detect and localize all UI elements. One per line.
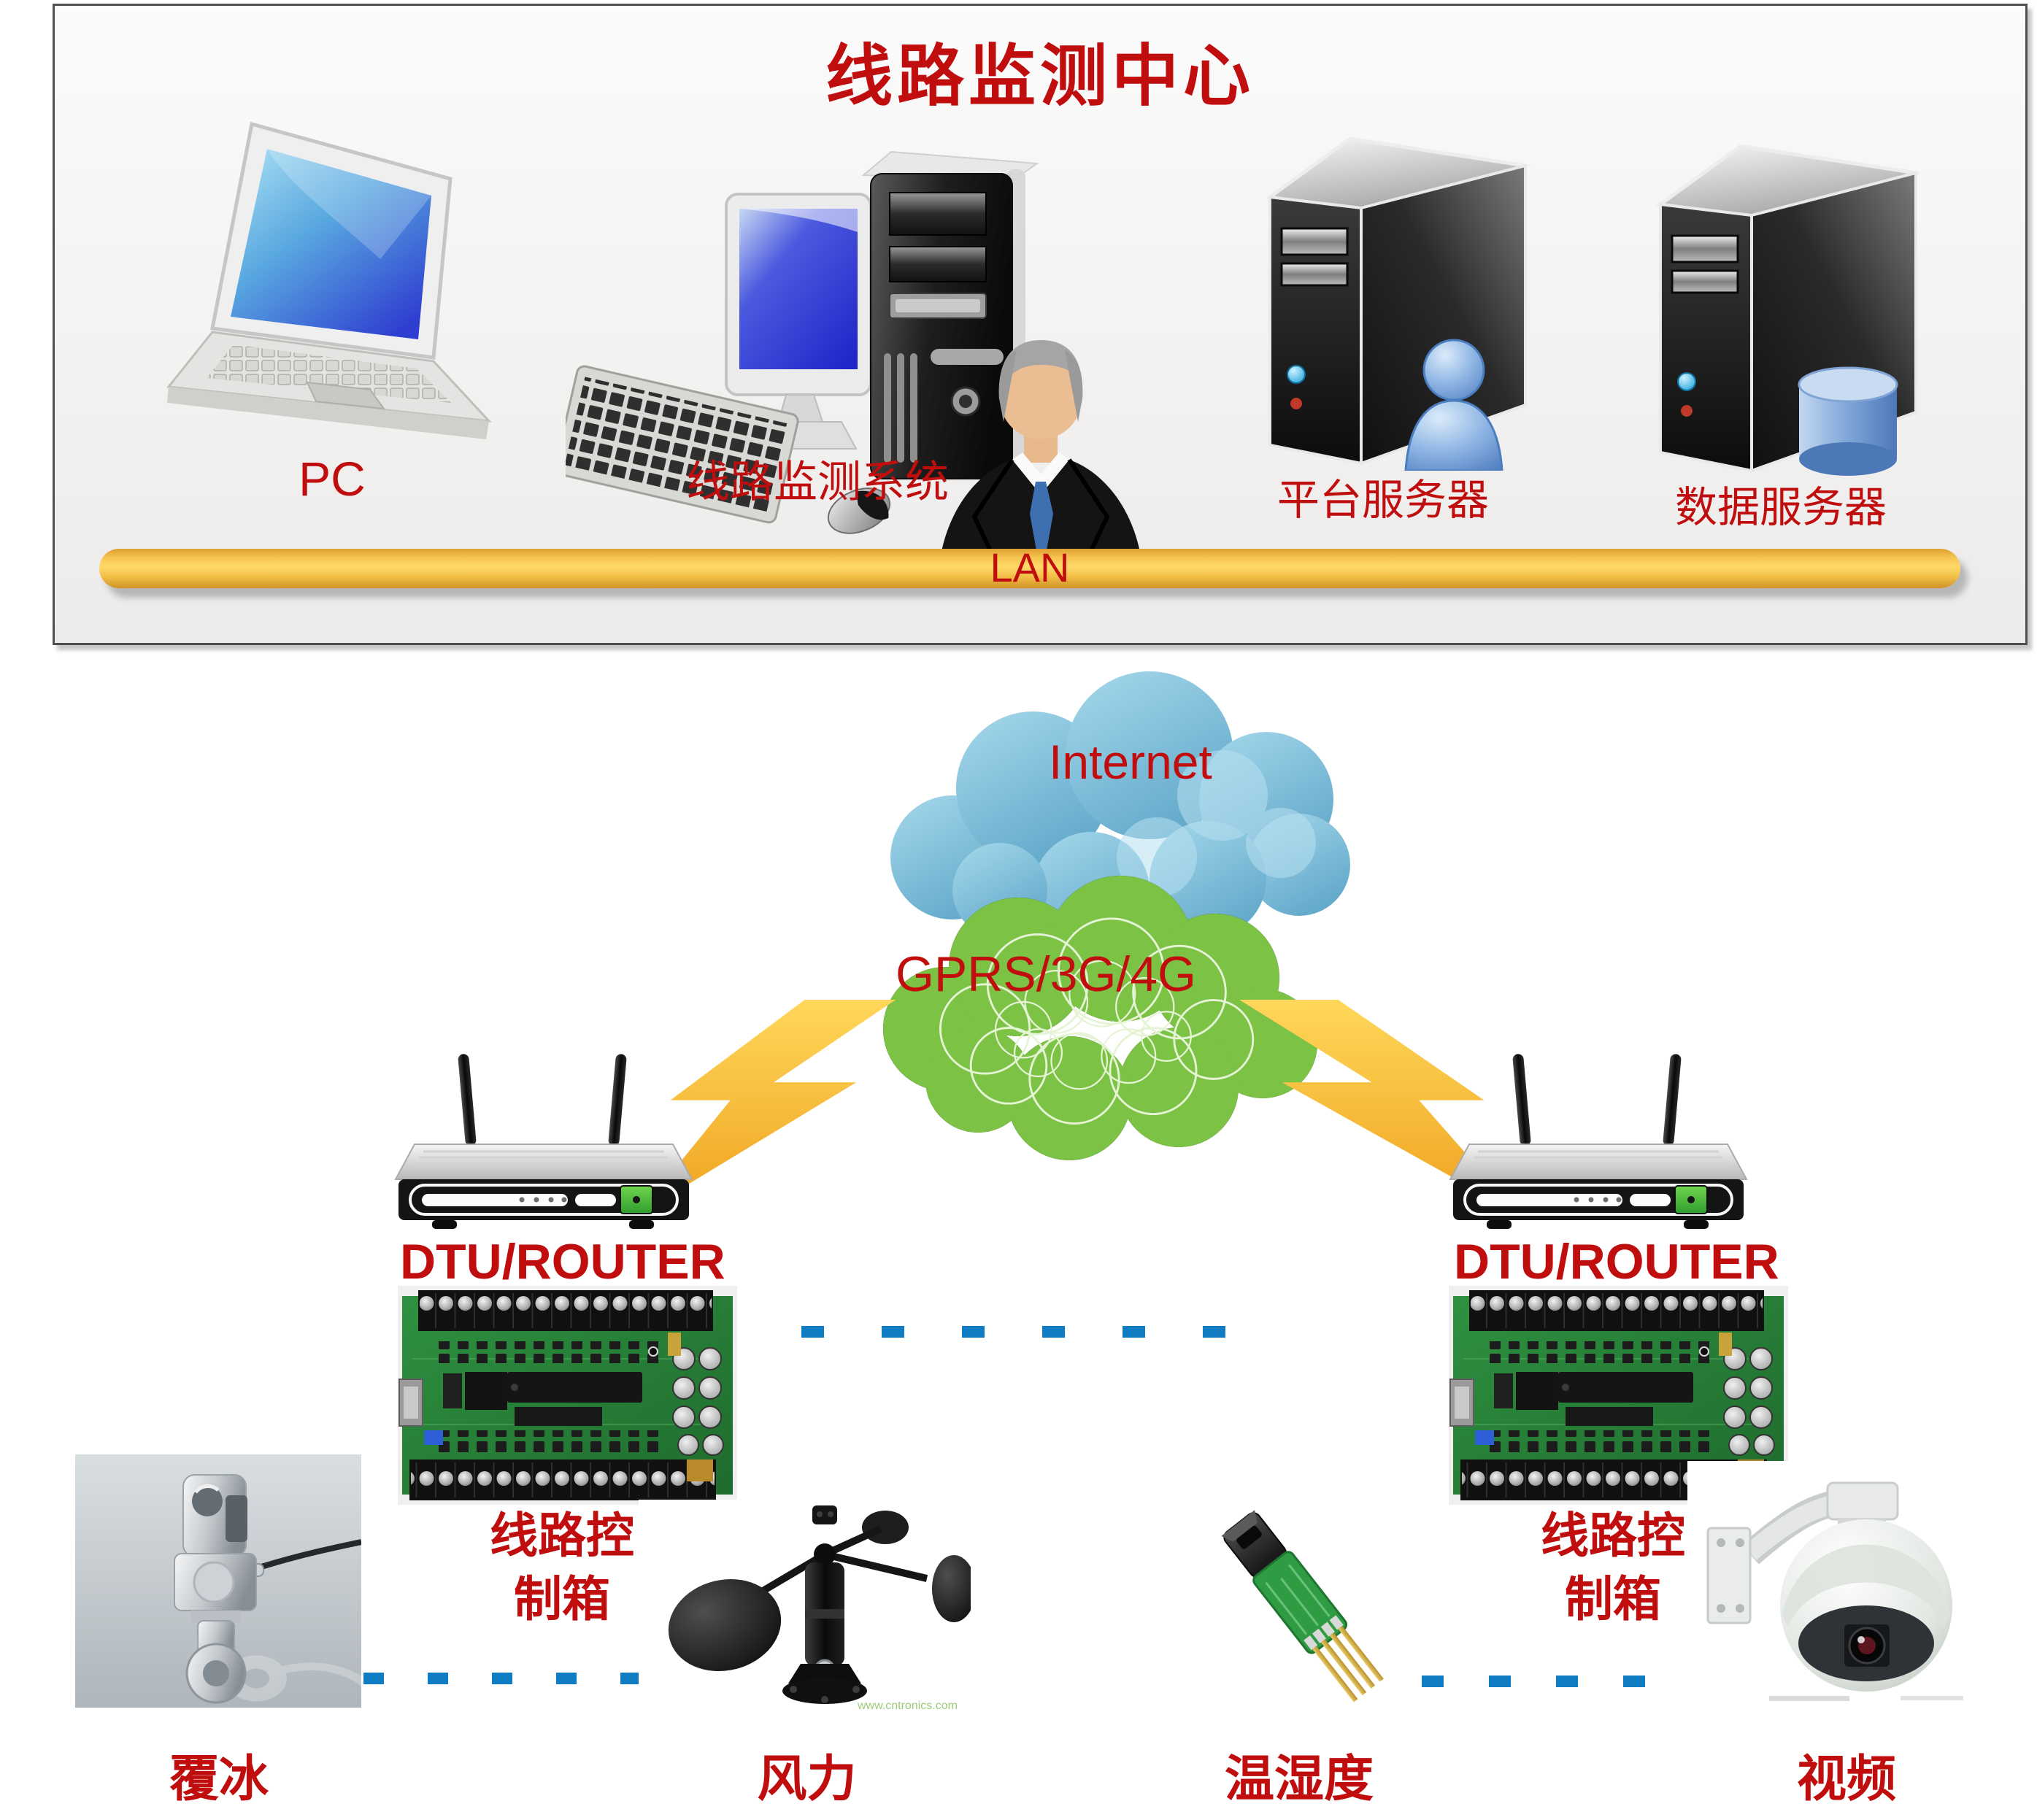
data-server-label: 数据服务器	[1674, 484, 1887, 531]
router-left-label: DTU/ROUTER	[400, 1234, 725, 1289]
router-left-icon	[394, 1054, 693, 1229]
lan-bus: LAN	[99, 544, 1960, 590]
gprs-cloud: GPRS/3G/4G	[883, 876, 1317, 1160]
control-box-right-label: 线路控 制箱	[1460, 1505, 1766, 1632]
photo-watermark-left	[1769, 1696, 1849, 1701]
video-sensor-label: 视频	[1796, 1751, 1896, 1807]
temp-humidity-sensor-label: 温湿度	[1224, 1751, 1374, 1807]
wind-photo-watermark: www.cntronics.com	[857, 1700, 958, 1712]
wind-sensor-label: 风力	[757, 1751, 857, 1807]
control-box-right-line1: 线路控	[1541, 1510, 1685, 1563]
user-icon	[1404, 339, 1503, 471]
mouse	[827, 487, 891, 534]
keyboard	[566, 365, 799, 524]
control-box-right-line2: 制箱	[1565, 1573, 1661, 1627]
control-box-left-line1: 线路控	[490, 1510, 634, 1563]
laptop-icon	[166, 121, 492, 439]
wind-sensor-photo: www.cntronics.com	[639, 1500, 971, 1715]
data-server-icon	[1624, 128, 1938, 476]
temp-humidity-sensor-photo	[1190, 1487, 1401, 1710]
platform-server-label: 平台服务器	[1277, 477, 1489, 524]
dashed-link-center	[801, 1326, 1225, 1338]
video-camera-photo	[1687, 1461, 2001, 1724]
server-tower	[1265, 136, 1530, 466]
dashed-link-bottom-left	[363, 1673, 641, 1684]
internet-label: Internet	[1049, 735, 1212, 789]
ice-sensor-photo	[75, 1454, 361, 1708]
database-icon	[1798, 366, 1898, 476]
dashed-link-bottom-right	[1422, 1676, 1645, 1687]
computer-tower	[861, 150, 1039, 479]
lan-label: LAN	[990, 544, 1070, 590]
platform-server-icon	[1265, 136, 1530, 471]
ice-sensor-label: 覆冰	[169, 1751, 269, 1807]
photo-watermark-right	[1901, 1696, 1963, 1700]
page-title: 线路监测中心	[825, 39, 1255, 114]
control-box-left-label: 线路控 制箱	[409, 1505, 715, 1632]
router-right-icon	[1449, 1052, 1748, 1230]
control-board-left	[398, 1286, 737, 1505]
router-right-label: DTU/ROUTER	[1454, 1234, 1779, 1289]
control-box-left-line2: 制箱	[514, 1573, 610, 1627]
lightning-left-icon	[637, 1000, 896, 1215]
gprs-label: GPRS/3G/4G	[896, 946, 1196, 1002]
line-monitor-system-label: 线路监测系统	[686, 458, 949, 506]
pc-label: PC	[299, 452, 366, 506]
lightning-right-icon	[1239, 1000, 1520, 1215]
